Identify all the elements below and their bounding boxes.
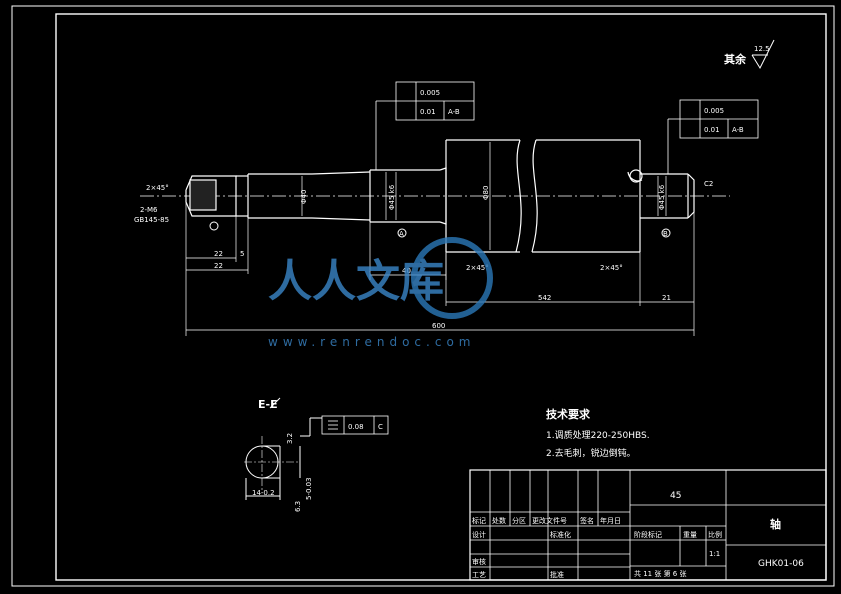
title-block-stage-2: 比例 (708, 530, 722, 539)
section-title: E-E (258, 398, 278, 411)
surface-finish-symbol: 其余 12.5 (724, 39, 775, 70)
title-block-stage-1: 重量 (683, 531, 697, 539)
datum-b-label: B (663, 230, 668, 238)
dia-b: Φ45 k6 (658, 184, 666, 210)
dim-c2: C2 (704, 180, 713, 188)
title-block-standardize: 标准化 (550, 530, 571, 539)
dim-22: 22 (214, 250, 223, 258)
section-roughness: 6.3 (294, 501, 302, 512)
section-view-outline (244, 417, 322, 500)
dim-40: 40 (402, 267, 411, 275)
tol-right-row2: 0.01 (704, 126, 720, 134)
tech-requirement-2: 2.去毛刺，锐边倒钝。 (546, 447, 636, 459)
outer-frame (11, 5, 835, 587)
section-tol-value: 0.08 (348, 423, 364, 431)
dim-542: 542 (538, 294, 551, 302)
watermark-title: 人人文库 (268, 256, 444, 307)
title-block-part-name: 轴 (770, 517, 781, 531)
inner-frame (55, 13, 827, 581)
section-marker-line (269, 397, 281, 409)
title-block-header-0: 标记 (472, 516, 486, 525)
tolerance-frame-right (667, 99, 759, 174)
dim-chamfer-right: 2×45° (600, 264, 623, 272)
title-block-approve: 批准 (550, 570, 564, 579)
dim-22b: 22 (214, 262, 223, 270)
tech-requirements-title: 技术要求 (546, 407, 591, 421)
watermark-logo: 人人文库 www.renrendoc.com (268, 237, 493, 349)
section-tol-datum: C (378, 423, 383, 431)
dim-chamfer-left: 2×45° (146, 184, 169, 192)
title-block-sheet-info: 共 11 张 第 6 张 (634, 569, 687, 578)
thread-label: 2-M6 (140, 206, 158, 214)
tol-left-row1: 0.005 (420, 89, 440, 97)
title-block-header-2: 分区 (512, 516, 526, 525)
datum-b-marker: B (661, 228, 671, 238)
section-dim-small: 3.2 (286, 433, 294, 444)
thread-depth-label: GB145-85 (134, 216, 169, 224)
dia-main: Φ80 (482, 186, 490, 200)
datum-a-marker: A (397, 228, 407, 238)
title-block-header-3: 更改文件号 (532, 516, 567, 525)
section-dim-width: 5-0.03 (305, 477, 313, 500)
surface-finish-value: 12.5 (754, 45, 770, 53)
datum-a-label: A (399, 230, 404, 238)
title-block-process: 工艺 (472, 571, 486, 579)
title-block (469, 469, 827, 581)
title-block-stage-0: 阶段标记 (634, 530, 662, 539)
tol-right-datum: A-B (732, 126, 744, 134)
dim-chamfer-mid: 2×45° (466, 264, 489, 272)
title-block-design: 设计 (472, 530, 486, 539)
title-block-drawing-no: GHK01-06 (758, 559, 804, 569)
surface-finish-label: 其余 (724, 52, 747, 66)
title-block-scale: 1:1 (709, 550, 720, 558)
title-block-review: 审核 (472, 557, 486, 566)
datum-left-marker (209, 221, 219, 231)
title-block-header-4: 签名 (580, 516, 594, 525)
section-dim-depth: 14-0.2 (252, 489, 275, 497)
dia-mid: Φ40 (300, 190, 308, 204)
dim-5: 5 (240, 250, 244, 258)
title-block-material: 45 (670, 491, 681, 501)
tol-left-datum: A-B (448, 108, 460, 116)
tol-right-row1: 0.005 (704, 107, 724, 115)
tol-left-row2: 0.01 (420, 108, 436, 116)
dim-600: 600 (432, 322, 445, 330)
tolerance-frame-left (375, 81, 475, 170)
tech-requirement-1: 1.调质处理220-250HBS. (546, 429, 650, 441)
watermark-url: www.renrendoc.com (268, 335, 475, 349)
title-block-header-5: 年月日 (600, 516, 621, 525)
title-block-header-1: 处数 (492, 516, 506, 525)
dia-a: Φ45 k6 (388, 184, 396, 210)
section-tolerance-frame (321, 415, 389, 435)
dim-21: 21 (662, 294, 671, 302)
